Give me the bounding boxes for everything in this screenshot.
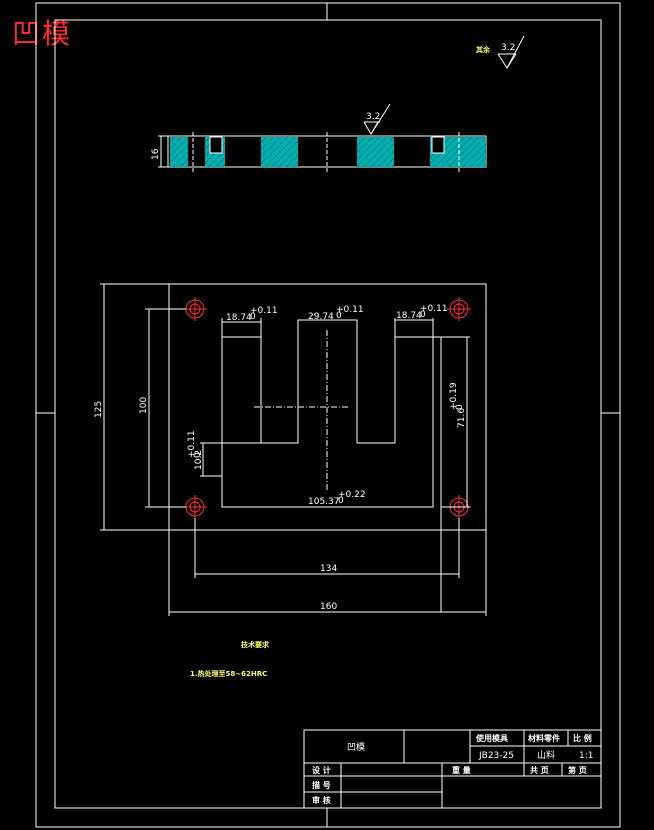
tb-total-pages: 共 页 (530, 765, 549, 775)
roughness-surface-value: 3.2 (366, 112, 380, 122)
hatch-block-1 (170, 137, 188, 167)
roughness-other-label: 其余 (476, 45, 491, 54)
tb-col1: 使用模具 (475, 733, 508, 743)
tb-val1: JB23-25 (478, 751, 514, 761)
counterbore-right (431, 136, 445, 154)
dim-inner-height: 100 (139, 397, 149, 414)
title-block: 凹模 使用模具 材料零件 比 例 JB23-25 山料 1:1 设 计 描 号 … (303, 729, 602, 809)
tb-weight: 重 量 (452, 765, 471, 775)
dim-slot-right: 18.74 (396, 311, 422, 321)
counterbore-left (209, 136, 223, 154)
hatch-block-3 (261, 137, 298, 167)
dim-slot-mid: 29.74 (308, 312, 334, 322)
tb-col3: 比 例 (573, 733, 592, 743)
tb-part-name: 凹模 (347, 742, 365, 753)
tb-col2: 材料零件 (528, 733, 560, 743)
sheet-border (35, 2, 621, 828)
dim-height-right-tol: +0.190 (449, 382, 465, 410)
dim-plate-height: 125 (94, 401, 104, 418)
hatch-block-4 (357, 137, 394, 167)
dim-height-right: 71.6 (457, 408, 467, 428)
tb-row-check: 审 核 (312, 795, 331, 805)
section-thickness: 16 (151, 148, 161, 160)
dim-height-small: 10.2 (194, 450, 204, 470)
hole-top-right (447, 297, 471, 321)
dim-hole-pitch: 134 (320, 564, 337, 574)
dim-height-small-tol: +0.110 (187, 430, 203, 458)
notes-line1: 1.热处理至58~62HRC (190, 669, 267, 678)
drawing-title: 凹模 (12, 17, 73, 50)
dim-overall-cavity: 105.37 (308, 497, 340, 507)
tb-val3: 1:1 (579, 751, 593, 761)
tb-row-drawn: 描 号 (312, 780, 331, 790)
roughness-other-symbol: 其余 3.2 (476, 35, 525, 69)
dim-slot-left: 18.74 (226, 313, 252, 323)
roughness-other-value: 3.2 (501, 43, 515, 53)
inner-frame (54, 19, 602, 809)
notes-heading: 技术要求 (241, 640, 270, 649)
plate-outline (168, 283, 487, 531)
roughness-surface-symbol: 3.2 (363, 103, 391, 135)
hole-bottom-left (183, 495, 207, 519)
hole-top-left (183, 297, 207, 321)
tb-val2: 山料 (537, 749, 555, 761)
tb-row-design: 设 计 (312, 765, 331, 775)
dim-plate-width: 160 (320, 602, 337, 612)
tb-page: 第 页 (568, 765, 587, 775)
section-view: 16 3.2 (151, 103, 487, 172)
